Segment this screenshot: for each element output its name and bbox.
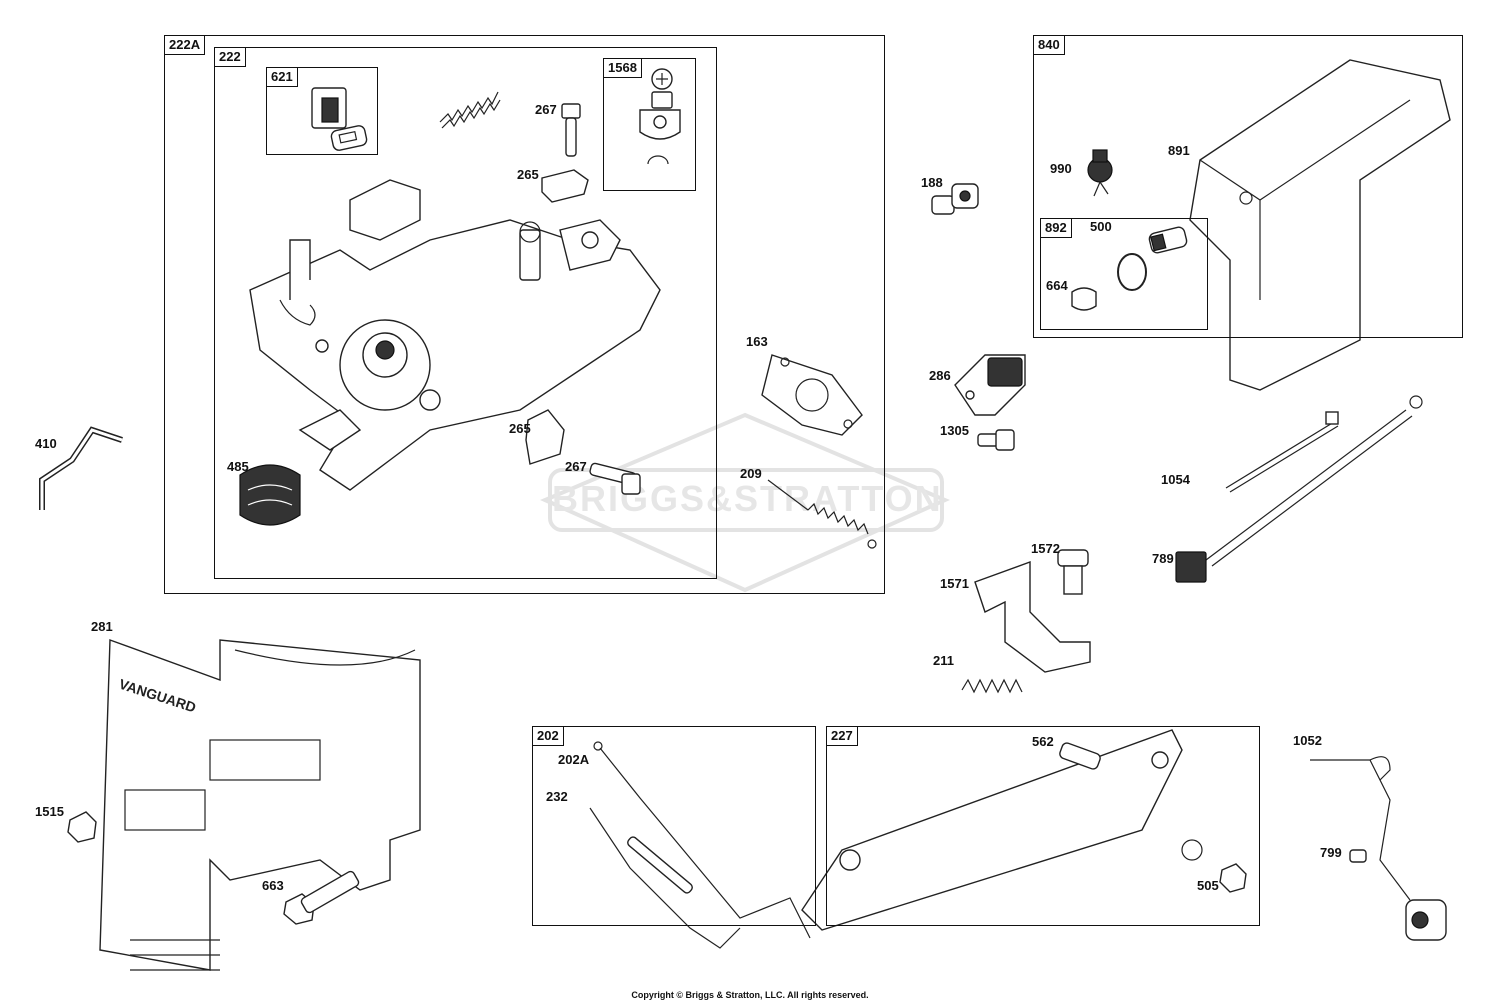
callout-410: 410 (35, 436, 57, 451)
group-box-840 (1033, 35, 1463, 338)
group-box-202 (532, 726, 816, 926)
callout-209: 209 (740, 466, 762, 481)
group-box-892 (1040, 218, 1208, 330)
group-tag-892: 892 (1041, 219, 1072, 238)
spring-211-drawing (961, 678, 1023, 694)
watermark-text: BRIGGS&STRATTON (552, 478, 943, 519)
solenoid-1052-drawing (1310, 756, 1447, 941)
spring-209-drawing (767, 479, 877, 549)
linkage-202-drawing (589, 741, 811, 949)
callout-267-lower: 267 (565, 459, 587, 474)
callout-286: 286 (929, 368, 951, 383)
callout-1305: 1305 (940, 423, 969, 438)
callout-891: 891 (1168, 143, 1190, 158)
callout-500: 500 (1090, 219, 1112, 234)
cable-tie-1054-drawing (1225, 411, 1339, 493)
group-box-621 (266, 67, 378, 155)
callout-663: 663 (262, 878, 284, 893)
group-box-227 (826, 726, 1260, 926)
part-267-lower-drawing (589, 462, 641, 495)
group-tag-621: 621 (267, 68, 298, 87)
governor-bracket-drawing (249, 179, 661, 491)
copyright-notice: Copyright © Briggs & Stratton, LLC. All … (631, 990, 869, 1000)
callout-990: 990 (1050, 161, 1072, 176)
part-664-drawing (1071, 287, 1097, 311)
part-267-top-drawing (561, 103, 581, 157)
part-286-drawing (954, 354, 1026, 416)
part-621-drawing (311, 87, 368, 151)
group-box-222 (214, 47, 717, 579)
callout-163: 163 (746, 334, 768, 349)
callout-1052: 1052 (1293, 733, 1322, 748)
callout-1054: 1054 (1161, 472, 1190, 487)
nut-1515-drawing (67, 811, 97, 843)
part-1568-drawing (639, 68, 681, 165)
bolt-1572-drawing (1057, 549, 1089, 595)
harness-789-drawing (1175, 395, 1423, 583)
group-tag-227: 227 (827, 727, 858, 746)
callout-265-lower: 265 (509, 421, 531, 436)
callout-188: 188 (921, 175, 943, 190)
bolt-663-drawing (283, 870, 360, 925)
group-tag-202: 202 (533, 727, 564, 746)
callout-799: 799 (1320, 845, 1342, 860)
callout-789: 789 (1152, 551, 1174, 566)
gasket-163-drawing (761, 354, 863, 436)
callout-265-top: 265 (517, 167, 539, 182)
callout-505: 505 (1197, 878, 1219, 893)
part-265-lower-drawing (525, 409, 565, 465)
spring-drawing (439, 91, 501, 129)
part-265-top-drawing (541, 169, 589, 203)
callout-202A: 202A (558, 752, 590, 767)
callout-1515: 1515 (35, 804, 64, 819)
callout-267-top: 267 (535, 102, 557, 117)
group-tag-1568: 1568 (604, 59, 642, 78)
callout-232: 232 (546, 789, 568, 804)
callout-211: 211 (933, 653, 954, 668)
part-188-drawing (931, 183, 979, 215)
callout-1572: 1572 (1031, 541, 1060, 556)
group-tag-222: 222 (215, 48, 246, 67)
group-tag-222A: 222A (165, 36, 206, 55)
shroud-281-drawing: VANGUARD (99, 639, 421, 971)
lever-227-drawing (801, 729, 1247, 931)
bolt-1305-drawing (977, 429, 1015, 451)
tube-410-inner-drawing (40, 428, 123, 510)
callout-281: 281 (91, 619, 113, 634)
bracket-1571-drawing (974, 561, 1091, 673)
part-485-drawing (239, 464, 301, 526)
callout-485: 485 (227, 459, 249, 474)
panel-891-drawing (1189, 59, 1451, 391)
group-box-1568 (603, 58, 696, 191)
callout-562: 562 (1032, 734, 1054, 749)
key-switch-990-drawing (1087, 149, 1113, 197)
group-tag-840: 840 (1034, 36, 1065, 55)
part-500-drawing (1117, 226, 1188, 291)
callout-1571: 1571 (940, 576, 969, 591)
group-box-222A (164, 35, 885, 594)
callout-664: 664 (1046, 278, 1068, 293)
